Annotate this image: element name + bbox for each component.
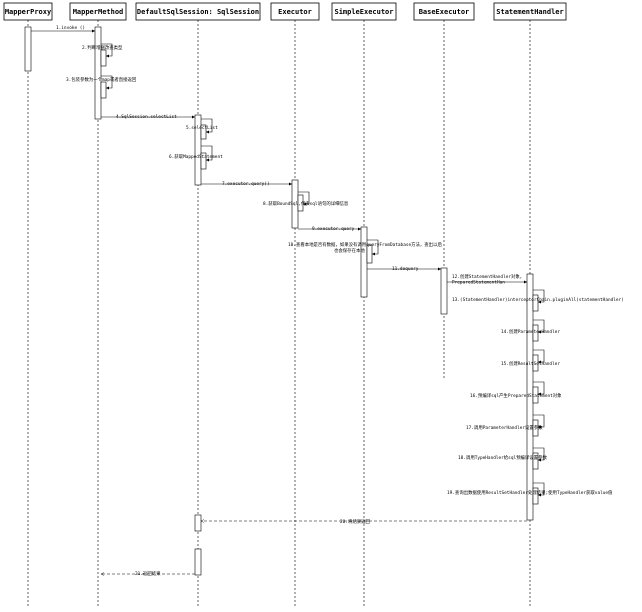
participant-label: DefaultSqlSession: SqlSession xyxy=(137,8,259,16)
participant-label: MapperProxy xyxy=(5,8,52,16)
activation-bar xyxy=(194,548,202,576)
message-3: 3.包装参数为一个map或者直接返回 xyxy=(66,75,137,90)
message-label: 21.返回结果 xyxy=(135,570,161,577)
message-label: 11.doquery xyxy=(392,266,419,272)
message-1: 1.invoke () xyxy=(31,25,95,33)
participant-default-sql-session: DefaultSqlSession: SqlSession xyxy=(135,2,261,606)
activation-bar xyxy=(194,114,202,186)
message-label-prefix: 6.获取 xyxy=(169,153,184,160)
message-9: 9.executor.query xyxy=(298,226,361,232)
participant-base-executor: BaseExecutor xyxy=(413,2,475,380)
activation-bar xyxy=(360,226,368,298)
message-label: 7.executor.query() xyxy=(222,181,270,187)
activation-bar xyxy=(194,514,202,532)
message-label: 10.查看本地是否有数据，如果没有调用queryFromDatabase方法，查… xyxy=(288,241,445,254)
message-label: 17.调用ParameterHandler设置参数 xyxy=(466,424,543,431)
activation-bar xyxy=(100,49,107,67)
message-label: 14.创建ParameterHandler xyxy=(501,328,560,335)
message-label: 6.获取MappedStatement xyxy=(169,153,223,160)
message-label: 4.SqlSession.selectList xyxy=(116,114,177,120)
activation-bar xyxy=(24,26,32,72)
message-label: 20.将结果返回 xyxy=(340,518,370,525)
message-7: 7.executor.query() xyxy=(201,181,292,187)
message-label: 8.获取BoundSql,代表sql语句的详细信息 xyxy=(263,200,349,207)
message-19: 19.查询出数据使用ResultSetHandler处理结果;使用TypeHan… xyxy=(447,482,613,497)
message-13: 13.(StatementHandler)interceptorChain.pl… xyxy=(452,289,624,304)
participant-label: BaseExecutor xyxy=(419,8,470,16)
message-label: 5.selectList xyxy=(186,125,218,131)
message-21-return: 21.返回结果 xyxy=(101,570,195,577)
message-label-prefix: 4.SqlSession. xyxy=(116,114,150,120)
message-10: 10.查看本地是否有数据，如果没有调用queryFromDatabase方法，查… xyxy=(288,239,445,256)
participant-executor: Executor xyxy=(270,2,320,606)
message-6: 6.获取MappedStatement xyxy=(169,145,223,162)
message-2: 2.判断增删改查类型 xyxy=(82,43,123,58)
message-label: 12.创建StatementHandler对象， PreparedStateme… xyxy=(452,273,527,286)
message-label: 1.invoke () xyxy=(56,25,85,31)
message-20-return: 20.将结果返回 xyxy=(201,518,527,525)
message-label: 9.executor.query xyxy=(312,226,355,232)
message-11: 11.doquery xyxy=(367,266,441,272)
participant-simple-executor: SimpleExecutor xyxy=(331,2,397,606)
activation-bar xyxy=(94,26,102,120)
message-label-line-2: 也会保存在本地 xyxy=(334,247,365,254)
message-label-line-2: PreparedStatementHan xyxy=(452,280,505,286)
message-4: 4.SqlSession.selectList xyxy=(101,114,195,120)
participant-label: SimpleExecutor xyxy=(334,8,393,16)
participant-mapper-proxy: MapperProxy xyxy=(3,2,53,606)
message-label: 16.预编译sql产生PreparedStatement对象 xyxy=(470,392,562,399)
message-14: 14.创建ParameterHandler xyxy=(501,319,560,335)
message-16: 16.预编译sql产生PreparedStatement对象 xyxy=(470,381,562,399)
message-label-highlight: MappedStatement xyxy=(183,154,223,160)
message-label: 3.包装参数为一个map或者直接返回 xyxy=(66,76,137,83)
participant-label: MapperMethod xyxy=(73,8,124,16)
message-15: 15.创建ResultSetHandler xyxy=(501,349,560,367)
message-5: 5.selectList xyxy=(186,118,218,134)
message-label: 2.判断增删改查类型 xyxy=(82,44,123,51)
message-8: 8.获取BoundSql,代表sql语句的详细信息 xyxy=(263,191,349,207)
activation-bar xyxy=(440,267,448,315)
participant-label: Executor xyxy=(278,8,312,16)
message-17: 17.调用ParameterHandler设置参数 xyxy=(466,414,545,431)
message-label-line-1: 10.查看本地是否有数据，如果没有调用queryFromDatabase方法，查… xyxy=(288,241,442,248)
message-label: 13.(StatementHandler)interceptorChain.pl… xyxy=(452,297,624,303)
message-18: 18.调用TypeHandler给sql预编译设置参数 xyxy=(458,447,547,462)
message-label: 15.创建ResultSetHandler xyxy=(501,360,560,367)
participant-label: StatementHandler xyxy=(496,8,563,16)
message-label: 18.调用TypeHandler给sql预编译设置参数 xyxy=(458,454,547,461)
message-label: 19.查询出数据使用ResultSetHandler处理结果;使用TypeHan… xyxy=(447,489,613,496)
activation-bar xyxy=(100,81,107,99)
message-12: 12.创建StatementHandler对象， PreparedStateme… xyxy=(447,273,527,286)
message-label-line-1: 12.创建StatementHandler对象， xyxy=(452,273,524,280)
message-label-highlight: selectList xyxy=(150,114,177,120)
